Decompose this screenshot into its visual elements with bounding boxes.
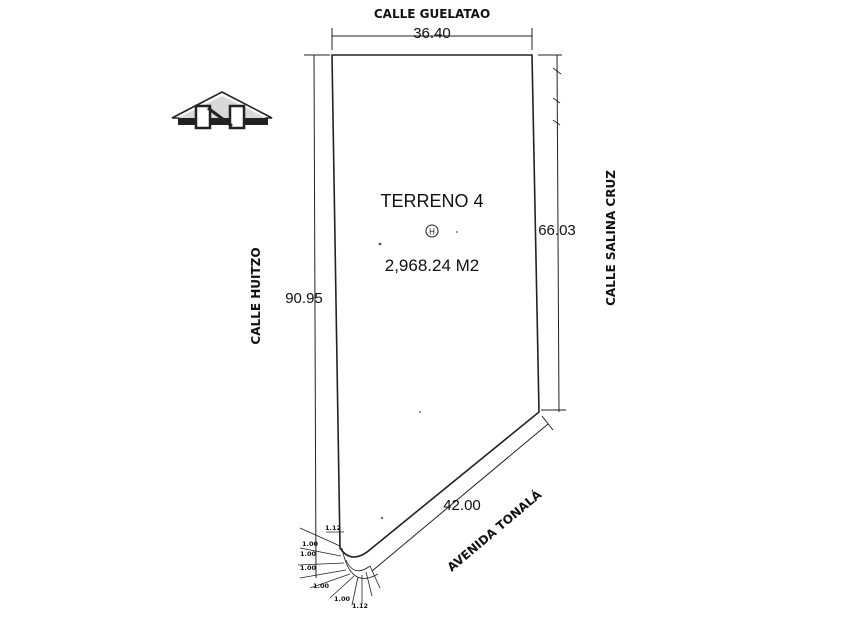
lot-boundary: [331, 54, 540, 558]
curve-segment-label: 1.00: [313, 582, 330, 590]
north-arrow-icon: [171, 91, 273, 130]
left-dimension-line: [304, 54, 330, 579]
lot-name: TERRENO 4: [380, 191, 483, 211]
street-left-label: CALLE HUITZO: [249, 247, 263, 344]
right-dimension-label: 66.03: [538, 222, 576, 239]
top-dimension-label: 36.40: [413, 25, 451, 42]
diagonal-dimension-label: 42.00: [443, 497, 481, 514]
curve-segment-label: 1.00: [334, 595, 351, 603]
street-top-label: CALLE GUELATAO: [374, 7, 490, 21]
diagonal-dimension-line: [371, 415, 554, 572]
right-dimension-line: [538, 54, 566, 413]
curve-segment-label: 1.00: [300, 564, 317, 572]
scan-specks: [378, 231, 458, 520]
street-right-label: CALLE SALINA CRUZ: [604, 170, 618, 306]
curve-segment-label: 1.00: [300, 550, 317, 558]
curve-segment-label: 1.12: [352, 602, 368, 610]
top-dimension-line: [331, 28, 533, 50]
lot-marker-letter: H: [429, 228, 435, 237]
curve-segment-label: 1.00: [302, 540, 319, 548]
left-dimension-label: 90.95: [285, 290, 323, 307]
curve-segment-label: 1.12: [325, 524, 341, 532]
curve-segment-ticks: [297, 527, 381, 606]
lot-marker-icon: H: [425, 224, 439, 238]
lot-area: 2,968.24 M2: [385, 256, 480, 275]
